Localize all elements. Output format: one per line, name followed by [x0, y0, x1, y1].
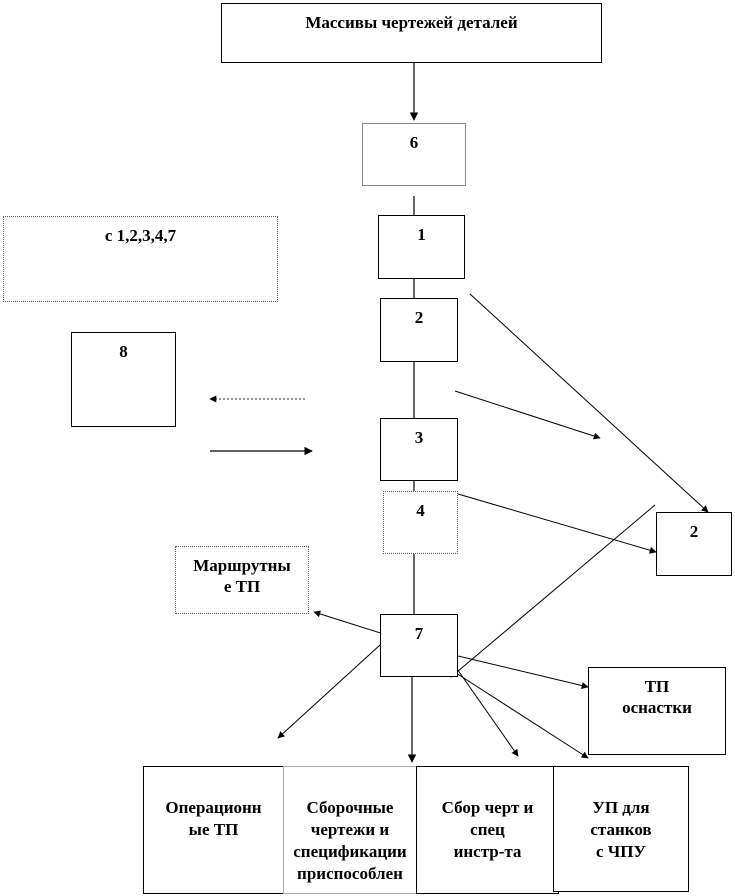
- arrow-1-to-right-2: [469, 293, 709, 513]
- node-route-tp-label: Маршрутны е ТП: [193, 556, 291, 597]
- node-2-right-label: 2: [689, 522, 699, 541]
- node-8-label: 8: [119, 342, 128, 361]
- arrow-7-to-tool-assembly: [454, 665, 519, 757]
- node-8: 8: [71, 332, 176, 427]
- node-7-label: 7: [414, 624, 424, 643]
- arrow-2-to-right: [454, 390, 601, 440]
- node-2-label: 2: [414, 308, 424, 327]
- node-operational-tp-label: Операционн ые ТП: [165, 798, 262, 840]
- node-tool-assembly-label: Сбор черт и спец инстр-та: [441, 798, 534, 862]
- node-top-arrays: Массивы чертежей деталей: [221, 3, 602, 63]
- arrow-7-to-oper: [277, 644, 381, 739]
- node-1: 1: [378, 215, 465, 279]
- node-cnc-programs: УП для станков с ЧПУ: [553, 766, 689, 892]
- arrow-7-to-tp-tooling: [457, 655, 589, 689]
- node-top-label: Массивы чертежей деталей: [305, 13, 518, 32]
- node-7: 7: [380, 614, 458, 677]
- arrow-right-to-7: [450, 504, 656, 678]
- node-3: 3: [380, 418, 458, 481]
- node-4: 4: [383, 491, 458, 554]
- side-note-label: с 1,2,3,4,7: [104, 226, 177, 245]
- arrow-4-to-right-2: [457, 493, 657, 554]
- node-2: 2: [380, 298, 458, 362]
- node-3-label: 3: [414, 428, 424, 447]
- node-2-right: 2: [656, 512, 732, 576]
- node-operational-tp: Операционн ые ТП: [143, 766, 284, 894]
- side-note-box: с 1,2,3,4,7: [3, 216, 278, 302]
- node-tp-tooling: ТП оснастки: [588, 667, 726, 755]
- arrow-7-to-cnc: [455, 672, 589, 759]
- node-1-label: 1: [417, 225, 426, 244]
- node-6: 6: [362, 123, 466, 186]
- arrow-7-to-route: [313, 610, 391, 638]
- node-tp-tooling-label: ТП оснастки: [622, 677, 692, 718]
- node-6-label: 6: [409, 133, 419, 152]
- node-route-tp: Маршрутны е ТП: [175, 546, 309, 614]
- node-4-label: 4: [416, 501, 425, 520]
- node-assembly-drawings: Сборочные чертежи и спецификации приспос…: [283, 766, 417, 894]
- node-cnc-programs-label: УП для станков с ЧПУ: [590, 798, 652, 862]
- node-tool-assembly: Сбор черт и спец инстр-та: [416, 766, 559, 894]
- node-assembly-drawings-label: Сборочные чертежи и спецификации приспос…: [293, 798, 407, 884]
